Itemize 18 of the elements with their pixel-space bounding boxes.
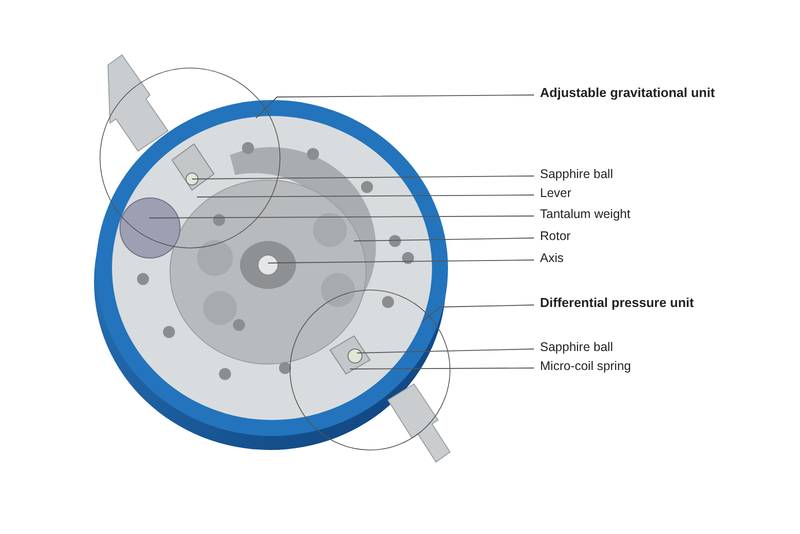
leader-line <box>350 368 534 370</box>
leader-line <box>268 260 534 264</box>
part-label: Sapphire ball <box>540 166 613 183</box>
leader-line <box>354 238 534 242</box>
leader-line <box>192 176 534 180</box>
leader-line <box>148 216 534 218</box>
section-heading: Differential pressure unit <box>540 294 694 312</box>
leader-line <box>356 348 534 354</box>
leader-line <box>422 304 534 322</box>
part-label: Micro-coil spring <box>540 358 631 375</box>
part-label: Rotor <box>540 228 571 245</box>
leader-line <box>196 194 534 198</box>
part-label: Tantalum weight <box>540 206 630 223</box>
section-heading: Adjustable gravitational unit <box>540 84 715 102</box>
part-label: Axis <box>540 250 564 267</box>
leader-line <box>256 94 534 118</box>
part-label: Lever <box>540 185 572 202</box>
part-label: Sapphire ball <box>540 339 613 356</box>
